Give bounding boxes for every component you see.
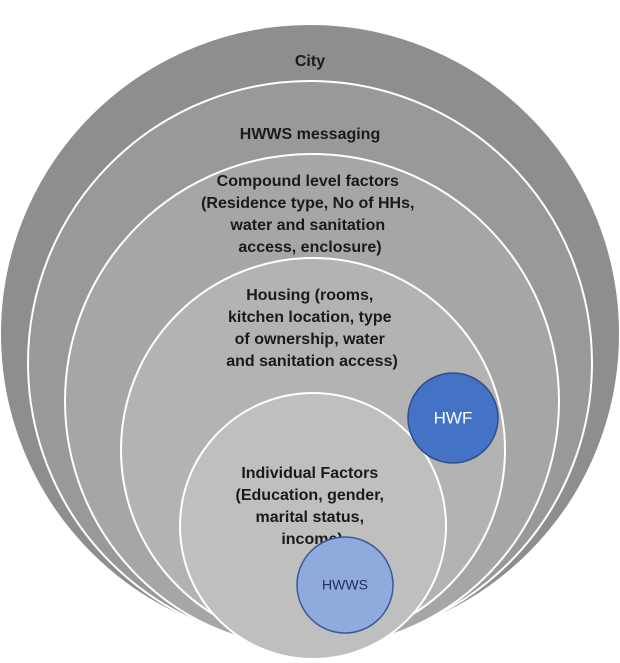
layer-hwws-messaging-label: HWWS messaging (240, 126, 380, 143)
bubble-hwf-label: HWF (434, 408, 473, 427)
layer-city-label: City (295, 53, 325, 70)
bubble-hwws: HWWS (296, 536, 394, 634)
layer-compound-label: Compound level factors (Residence type, … (201, 173, 419, 256)
layer-individual-label: Individual Factors (Education, gender, m… (236, 465, 389, 548)
bubble-hwws-circle (296, 536, 394, 634)
bubble-hwf: HWF (407, 372, 499, 464)
bubble-hwws-label: HWWS (322, 577, 368, 593)
layer-housing-label: Housing (rooms, kitchen location, type o… (226, 287, 398, 370)
bubble-hwf-circle (407, 372, 499, 464)
